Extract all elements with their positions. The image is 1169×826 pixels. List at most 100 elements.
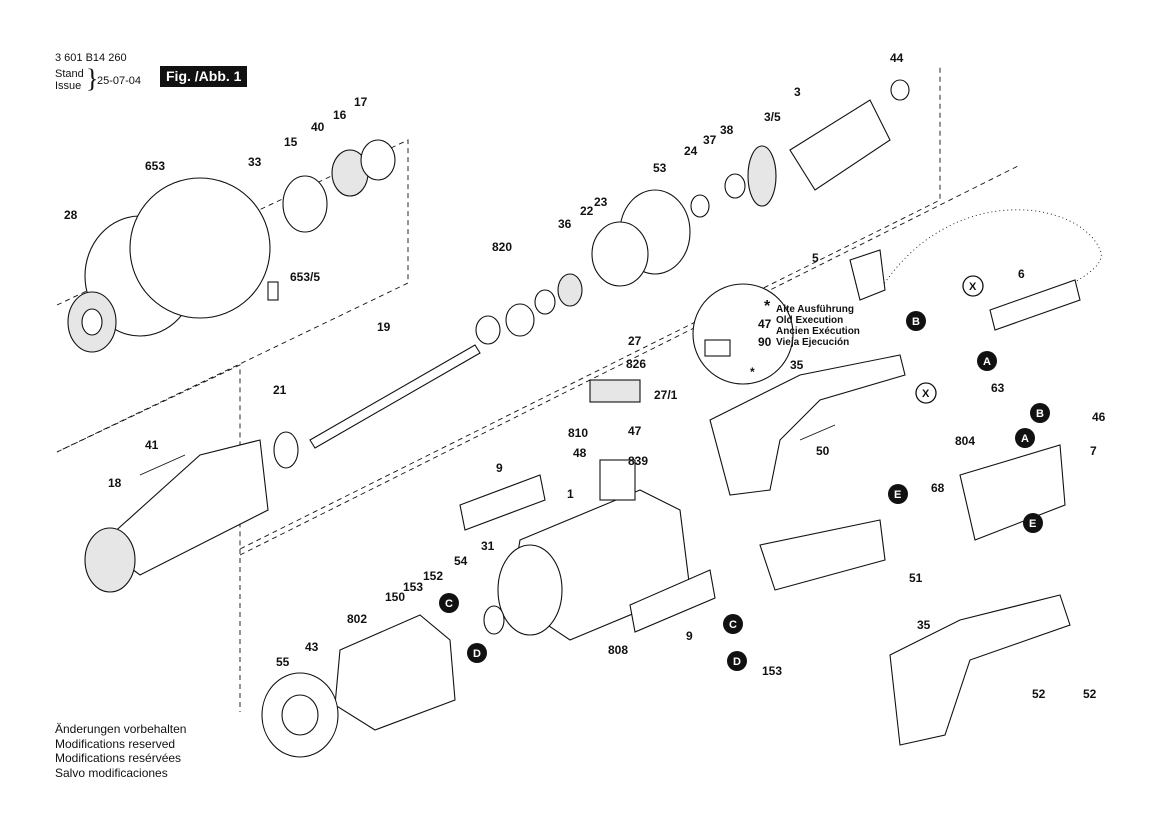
- issue-label: Issue: [55, 80, 82, 92]
- collar-18: [84, 527, 136, 593]
- marker-B-left: B: [906, 311, 926, 331]
- part-label: 24: [684, 144, 698, 158]
- part-label: 27: [628, 334, 642, 348]
- marker-letter: B: [1036, 408, 1044, 420]
- part-label: 152: [423, 569, 443, 583]
- circle-star: *: [750, 365, 755, 379]
- brush-holder-839: [599, 459, 636, 501]
- marker-E-lower: E: [1023, 513, 1043, 533]
- part-label: 804: [955, 434, 975, 448]
- note-es: Salvo modificaciones: [55, 765, 168, 780]
- spindle-19: [309, 344, 481, 449]
- legend-star: *: [764, 298, 771, 315]
- part-label: 3/5: [764, 110, 781, 124]
- stand-label: Stand: [55, 68, 84, 80]
- bearing-820a: [475, 315, 501, 345]
- part-label: 35: [917, 618, 931, 632]
- part-label: 44: [890, 51, 904, 65]
- part-label: 36: [558, 217, 572, 231]
- bearing-820c: [534, 289, 556, 315]
- part-label: 23: [594, 195, 608, 209]
- marker-letter: X: [969, 281, 977, 293]
- part-label: 33: [248, 155, 262, 169]
- part-label: 43: [305, 640, 319, 654]
- legend-line-en: Old Execution: [776, 315, 844, 326]
- legend-line-de: Alte Ausführung: [776, 304, 854, 315]
- part-labels: 4433/5171640153365328653/538372453222336…: [64, 51, 1106, 701]
- screw-41: [139, 454, 186, 476]
- switch-51: [759, 519, 886, 591]
- note-en: Modifications reserved: [55, 736, 176, 751]
- armature-3: [789, 99, 891, 191]
- part-label: 47: [758, 317, 772, 331]
- marker-letter: D: [733, 656, 741, 668]
- part-label: 50: [816, 444, 830, 458]
- marker-C-wire: C: [723, 614, 743, 634]
- part-label: 55: [276, 655, 290, 669]
- end-cap-bore: [281, 694, 319, 736]
- marker-letter: E: [1029, 518, 1036, 530]
- marker-D-wire: D: [727, 651, 747, 671]
- part-label: 820: [492, 240, 512, 254]
- part-label: 153: [762, 664, 782, 678]
- part-label: 47: [628, 424, 642, 438]
- part-label: 37: [703, 133, 717, 147]
- label-9-upper: [459, 474, 546, 531]
- legend-line-fr: Ancien Exécution: [776, 326, 860, 337]
- marker-letter: C: [445, 598, 453, 610]
- bearing-44: [890, 79, 910, 101]
- marker-E-upper: E: [888, 484, 908, 504]
- marker-A-switch: A: [1015, 428, 1035, 448]
- part-label: 5: [812, 251, 819, 265]
- marker-letter: E: [894, 489, 901, 501]
- old-execution-circle: [692, 283, 794, 385]
- part-label: 41: [145, 438, 159, 452]
- part-label: 15: [284, 135, 298, 149]
- axis-line: [239, 164, 1021, 556]
- marker-letter: A: [983, 356, 991, 368]
- part-label: 54: [454, 554, 468, 568]
- part-label: 9: [496, 461, 503, 475]
- brace-glyph: }: [86, 64, 99, 93]
- plate-826: [589, 379, 641, 403]
- part-label: 839: [628, 454, 648, 468]
- part-label: 17: [354, 95, 368, 109]
- part-label: 153: [403, 580, 423, 594]
- cable-5: [879, 209, 1102, 321]
- screw-653-5: [267, 281, 279, 301]
- plug-5: [849, 249, 886, 301]
- ring-31: [483, 605, 505, 635]
- issue-date: 25-07-04: [97, 75, 142, 87]
- part-label: 653: [145, 159, 165, 173]
- ring-21: [273, 431, 299, 469]
- part-label: 810: [568, 426, 588, 440]
- old-execution-legend: * Alte Ausführung Old Execution Ancien E…: [764, 299, 860, 349]
- marker-letter: A: [1021, 433, 1029, 445]
- sleeve-6: [989, 279, 1081, 331]
- note-de: Änderungen vorbehalten: [55, 722, 187, 736]
- part-label: 19: [377, 320, 391, 334]
- housing-1-end: [497, 544, 563, 636]
- flange-bore: [81, 308, 103, 336]
- document-number: 3 601 B14 260: [55, 52, 127, 64]
- part-label: 52: [1032, 687, 1046, 701]
- part-label: 90: [758, 335, 772, 349]
- part-label: 808: [608, 643, 628, 657]
- part-label: 6: [1018, 267, 1025, 281]
- part-label: 21: [273, 383, 287, 397]
- marker-letter: C: [729, 619, 737, 631]
- handle-35-upper: [709, 354, 906, 496]
- part-17: [360, 139, 396, 181]
- marker-A-left: A: [977, 351, 997, 371]
- part-label: 826: [626, 357, 646, 371]
- part-label: 3: [794, 85, 801, 99]
- old-part-detail: [704, 339, 731, 357]
- part-label: 53: [653, 161, 667, 175]
- part-label: 38: [720, 123, 734, 137]
- part-label: 40: [311, 120, 325, 134]
- part-label: 18: [108, 476, 122, 490]
- marker-D-field: D: [467, 643, 487, 663]
- part-label: 52: [1083, 687, 1097, 701]
- fan-3-5: [747, 145, 777, 207]
